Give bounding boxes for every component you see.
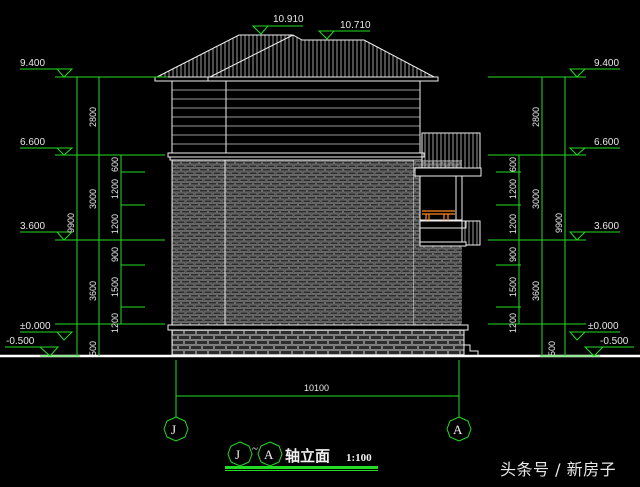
- elevation-label: ±0.000: [588, 321, 619, 332]
- dim-1500: 1500: [508, 277, 518, 297]
- axis-label-a: A: [453, 422, 463, 437]
- dim-9900: 9900: [554, 213, 564, 233]
- dim-3600: 3600: [531, 281, 541, 301]
- dim-1200: 1200: [110, 214, 120, 234]
- ridge-elevation-high: 10.910: [273, 14, 304, 25]
- dim-9900: 9900: [66, 213, 76, 233]
- dim-3000: 3000: [531, 189, 541, 209]
- elevation-label: -0.500: [6, 336, 35, 347]
- dim-600: 600: [508, 157, 518, 172]
- dim-1200: 1200: [110, 179, 120, 199]
- dim-1500: 1500: [110, 277, 120, 297]
- overall-width-dimension: 10100: [304, 383, 329, 393]
- title-axis-separator: ~: [252, 443, 258, 455]
- ridge-elevation-low: 10.710: [340, 20, 371, 31]
- elevation-label: 3.600: [20, 221, 45, 232]
- dim-600: 600: [110, 157, 120, 172]
- roof-elevation-markers: 10.910 10.710: [251, 14, 371, 40]
- elevation-label: 6.600: [594, 137, 619, 148]
- elevation-label: 6.600: [20, 137, 45, 148]
- axis-bubble-a: [446, 416, 472, 442]
- dim-500: 500: [547, 341, 557, 356]
- elevation-label: 9.400: [20, 58, 45, 69]
- title-text: 轴立面: [285, 447, 330, 465]
- dim-1200: 1200: [508, 179, 518, 199]
- dim-1200: 1200: [110, 313, 120, 333]
- axis-bubble-j: [163, 416, 189, 442]
- dim-900: 900: [508, 247, 518, 262]
- dim-2800: 2800: [531, 107, 541, 127]
- right-dimension-text: 9.400 6.600 3.600 ±0.000 -0.500 2800 300…: [508, 58, 629, 356]
- roof: [154, 34, 439, 82]
- upper-floor-siding: [167, 80, 425, 161]
- axis-dimension: [163, 360, 472, 442]
- elevation-label: ±0.000: [20, 321, 51, 332]
- axis-label-j: J: [171, 422, 176, 437]
- watermark: 头条号 / 新房子: [500, 460, 617, 479]
- left-dimension-group: [5, 68, 168, 357]
- elevation-label: 3.600: [594, 221, 619, 232]
- title-axis-start: J: [235, 447, 240, 462]
- title-underline-thick: [225, 466, 378, 469]
- balcony: [414, 132, 482, 247]
- dim-3000: 3000: [88, 189, 98, 209]
- elevation-label: 9.400: [594, 58, 619, 69]
- dim-1200: 1200: [508, 214, 518, 234]
- dim-900: 900: [110, 247, 120, 262]
- dim-1200: 1200: [508, 313, 518, 333]
- left-dimension-text: 9.400 6.600 3.600 ±0.000 -0.500 9900 280…: [6, 58, 120, 356]
- balcony-railing: [422, 210, 455, 221]
- elevation-markers-right: [568, 68, 634, 357]
- dim-500: 500: [88, 341, 98, 356]
- dim-3600: 3600: [88, 281, 98, 301]
- title-underline-thin: [225, 470, 378, 471]
- drawing-title: J ~ A 轴立面 1:100: [225, 441, 378, 471]
- elevation-label: -0.500: [600, 336, 629, 347]
- building-elevation: [0, 34, 640, 358]
- right-dimension-group: [488, 68, 634, 357]
- title-scale: 1:100: [346, 452, 372, 464]
- dim-2800: 2800: [88, 107, 98, 127]
- title-axis-end: A: [264, 447, 274, 462]
- elevation-markers-left: [5, 68, 74, 357]
